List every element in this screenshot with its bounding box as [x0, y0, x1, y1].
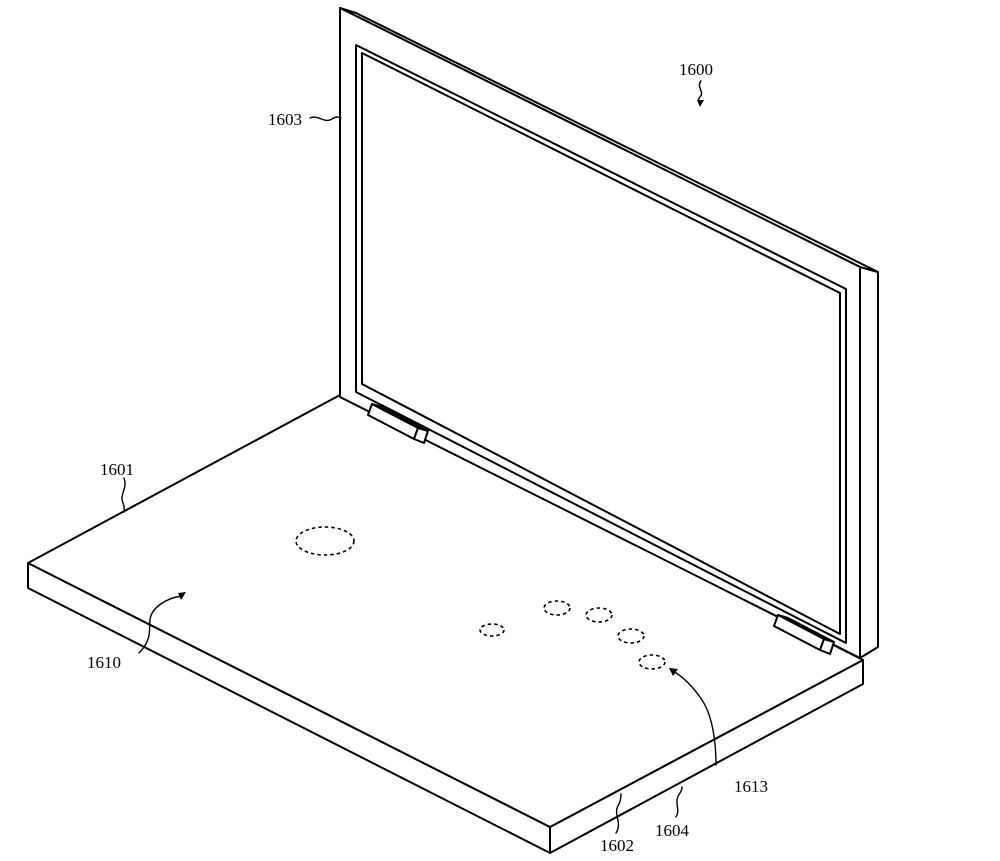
leader-1601: [121, 477, 126, 513]
arrowhead-1610: [178, 592, 186, 600]
arrowhead-1600: [697, 100, 704, 107]
leader-1604: [675, 786, 683, 818]
label-1601: 1601: [100, 460, 134, 479]
reference-labels: 1600 1603 1601 1610 1613 1604 1602: [87, 60, 768, 855]
display-screen-inner: [361, 52, 841, 635]
dashed-features: [295, 526, 666, 670]
base-top-surface: [27, 394, 864, 828]
trackpad-region: [295, 526, 355, 556]
laptop-base: [27, 394, 864, 854]
sensor-2: [543, 600, 571, 616]
label-1600: 1600: [679, 60, 713, 79]
label-1613: 1613: [734, 777, 768, 796]
display-side-face: [859, 266, 879, 659]
display-screen-outer: [355, 44, 847, 644]
label-1602: 1602: [600, 836, 634, 855]
label-1603: 1603: [268, 110, 302, 129]
label-1610: 1610: [87, 653, 121, 672]
left-hinge: [367, 403, 429, 444]
sensor-4: [617, 628, 645, 644]
leader-1602: [615, 793, 622, 834]
arrowhead-1613: [669, 668, 678, 676]
sensor-5: [638, 654, 666, 670]
sensor-1: [479, 623, 505, 637]
leaders: [121, 80, 717, 834]
leader-1610: [138, 595, 183, 654]
leader-1603: [309, 116, 342, 122]
leader-1613: [672, 670, 717, 766]
laptop-display: [339, 7, 879, 659]
right-hinge: [773, 614, 835, 655]
display-frame: [339, 7, 861, 659]
label-1604: 1604: [655, 821, 690, 840]
sensor-3: [585, 607, 613, 623]
